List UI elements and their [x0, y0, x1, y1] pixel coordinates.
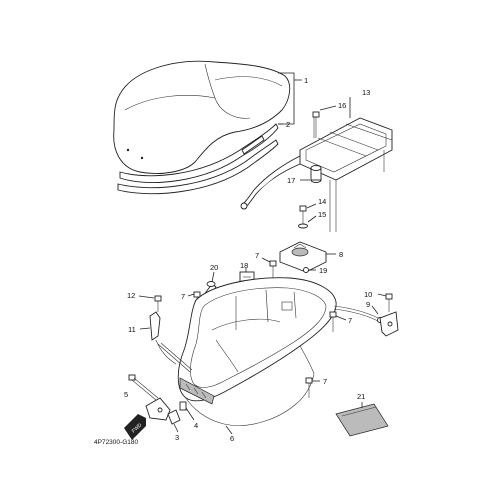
callout-8: 8 [339, 250, 343, 259]
bolt-7-mid[interactable] [329, 311, 337, 332]
callout-20: 20 [210, 263, 218, 272]
bolt-14[interactable] [299, 205, 307, 226]
callout-7c: 7 [348, 316, 352, 325]
bolt-12[interactable] [154, 295, 162, 312]
manual-21[interactable] [335, 403, 389, 437]
callout-17: 17 [287, 176, 295, 185]
rear-carrier-part[interactable] [240, 117, 393, 232]
callout-6: 6 [230, 434, 234, 443]
callout-15: 15 [318, 210, 326, 219]
callout-7a: 7 [255, 251, 259, 260]
fwd-arrow-icon: FWD [124, 414, 146, 440]
bolt-5[interactable] [128, 374, 159, 401]
hook-11[interactable] [149, 311, 193, 373]
callout-18: 18 [240, 261, 248, 270]
callout-19: 19 [319, 266, 327, 275]
callout-3: 3 [175, 433, 179, 442]
callout-12: 12 [127, 291, 135, 300]
callout-7d: 7 [323, 377, 327, 386]
callout-1: 1 [304, 76, 308, 85]
washer-15[interactable] [298, 223, 308, 229]
seat-trim-part[interactable] [117, 123, 279, 195]
seat-part[interactable] [113, 60, 291, 174]
callout-11: 11 [128, 325, 136, 334]
callout-21: 21 [357, 392, 365, 401]
storage-box-part[interactable] [177, 277, 337, 426]
diagram-code: 4P72300-G180 [94, 439, 138, 446]
seat-lock-cover-8[interactable] [279, 241, 327, 273]
collar-17[interactable] [310, 165, 322, 183]
part-4[interactable] [179, 401, 187, 411]
bolt-7-lower[interactable] [305, 377, 313, 398]
callout-13: 13 [362, 88, 370, 97]
bracket-3[interactable] [145, 397, 181, 425]
callout-9: 9 [366, 300, 370, 309]
callout-4: 4 [194, 421, 198, 430]
bolt-16[interactable] [312, 111, 320, 138]
callout-7b: 7 [181, 292, 185, 301]
bolt-10[interactable] [379, 293, 399, 337]
part-19[interactable] [303, 267, 309, 273]
callout-10: 10 [364, 290, 372, 299]
callout-5: 5 [124, 390, 128, 399]
callout-14: 14 [318, 197, 326, 206]
callout-2: 2 [286, 120, 290, 129]
callout-16: 16 [338, 101, 346, 110]
cable-9[interactable] [333, 305, 383, 323]
